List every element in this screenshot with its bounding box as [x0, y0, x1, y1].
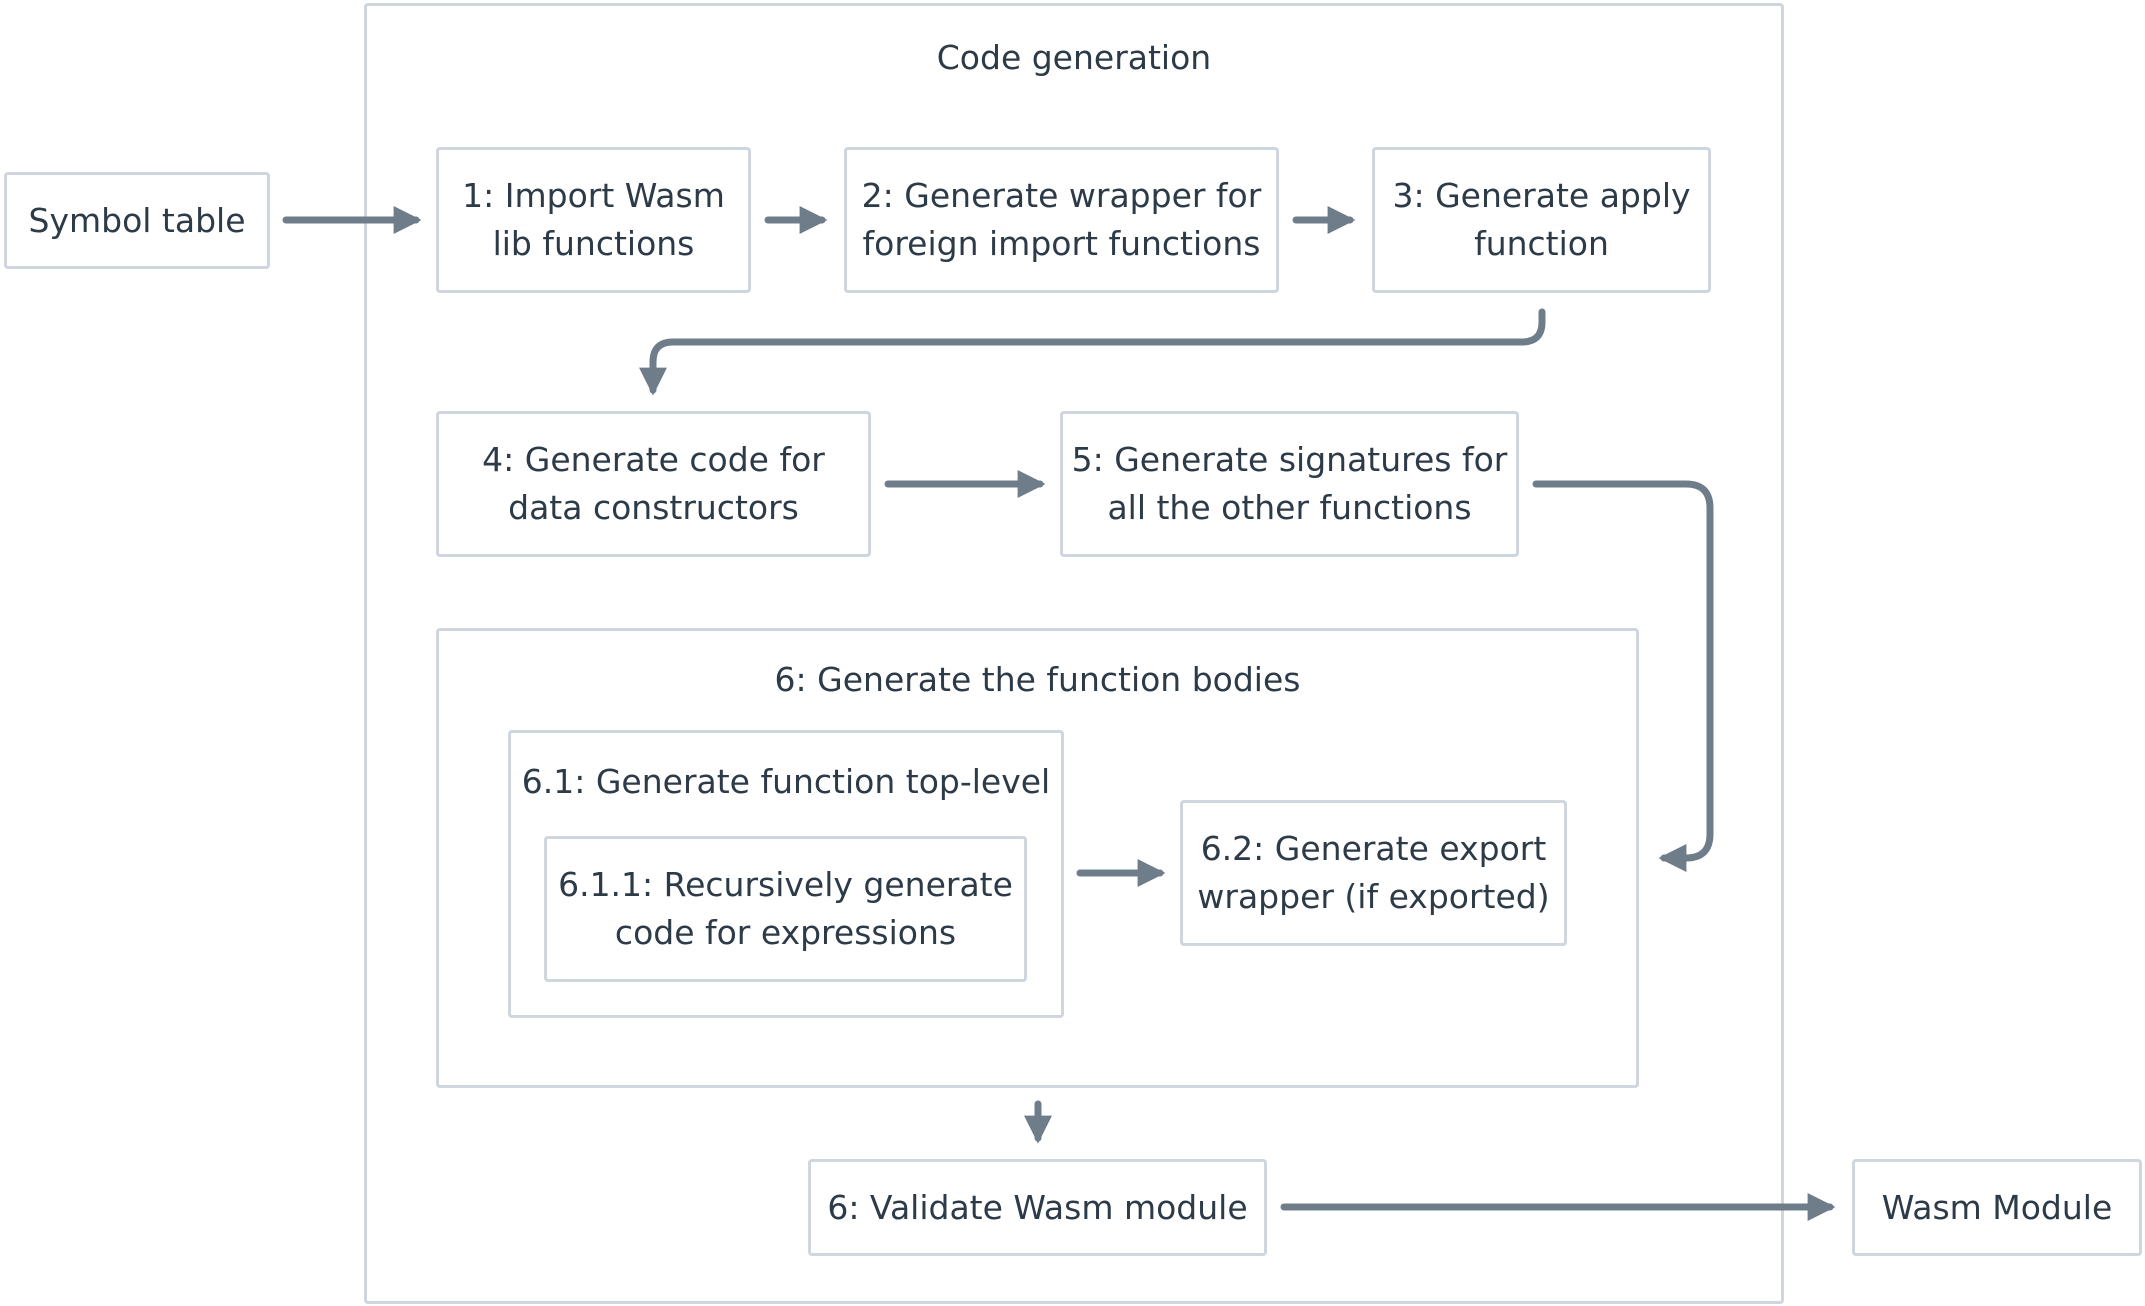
- step6-2-label: 6.2: Generate export wrapper (if exporte…: [1197, 829, 1550, 916]
- step6-title: 6: Generate the function bodies: [774, 660, 1301, 699]
- symbol-table-node: Symbol table: [4, 172, 270, 269]
- step6-1-title: 6.1: Generate function top-level: [521, 762, 1051, 801]
- step5-node: 5: Generate signatures for all the other…: [1060, 411, 1519, 557]
- step6-2-node: 6.2: Generate export wrapper (if exporte…: [1180, 800, 1567, 946]
- step2-label: 2: Generate wrapper for foreign import f…: [861, 176, 1262, 263]
- validate-label: 6: Validate Wasm module: [827, 1187, 1248, 1227]
- step1-node: 1: Import Wasm lib functions: [436, 147, 751, 293]
- step6-1-1-label: 6.1.1: Recursively generate code for exp…: [558, 865, 1013, 952]
- step6-group: 6: Generate the function bodies: [436, 628, 1639, 1088]
- validate-node: 6: Validate Wasm module: [808, 1159, 1267, 1256]
- symbol-table-label: Symbol table: [28, 200, 246, 240]
- step4-label: 4: Generate code for data constructors: [482, 440, 825, 527]
- wasm-module-label: Wasm Module: [1881, 1187, 2113, 1227]
- step6-1-1-node: 6.1.1: Recursively generate code for exp…: [544, 836, 1027, 982]
- code-generation-group: Code generation: [364, 3, 1784, 1304]
- code-generation-title: Code generation: [936, 38, 1212, 77]
- step1-label: 1: Import Wasm lib functions: [462, 176, 725, 263]
- step3-node: 3: Generate apply function: [1372, 147, 1711, 293]
- wasm-module-node: Wasm Module: [1852, 1159, 2142, 1256]
- step4-node: 4: Generate code for data constructors: [436, 411, 871, 557]
- step3-label: 3: Generate apply function: [1392, 176, 1691, 263]
- step2-node: 2: Generate wrapper for foreign import f…: [844, 147, 1279, 293]
- arrow-step5-to-step6: [1532, 480, 1714, 872]
- step6-1-group: 6.1: Generate function top-level: [508, 730, 1064, 1018]
- arrow-step3-to-step4: [639, 308, 1546, 396]
- step5-label: 5: Generate signatures for all the other…: [1071, 440, 1508, 527]
